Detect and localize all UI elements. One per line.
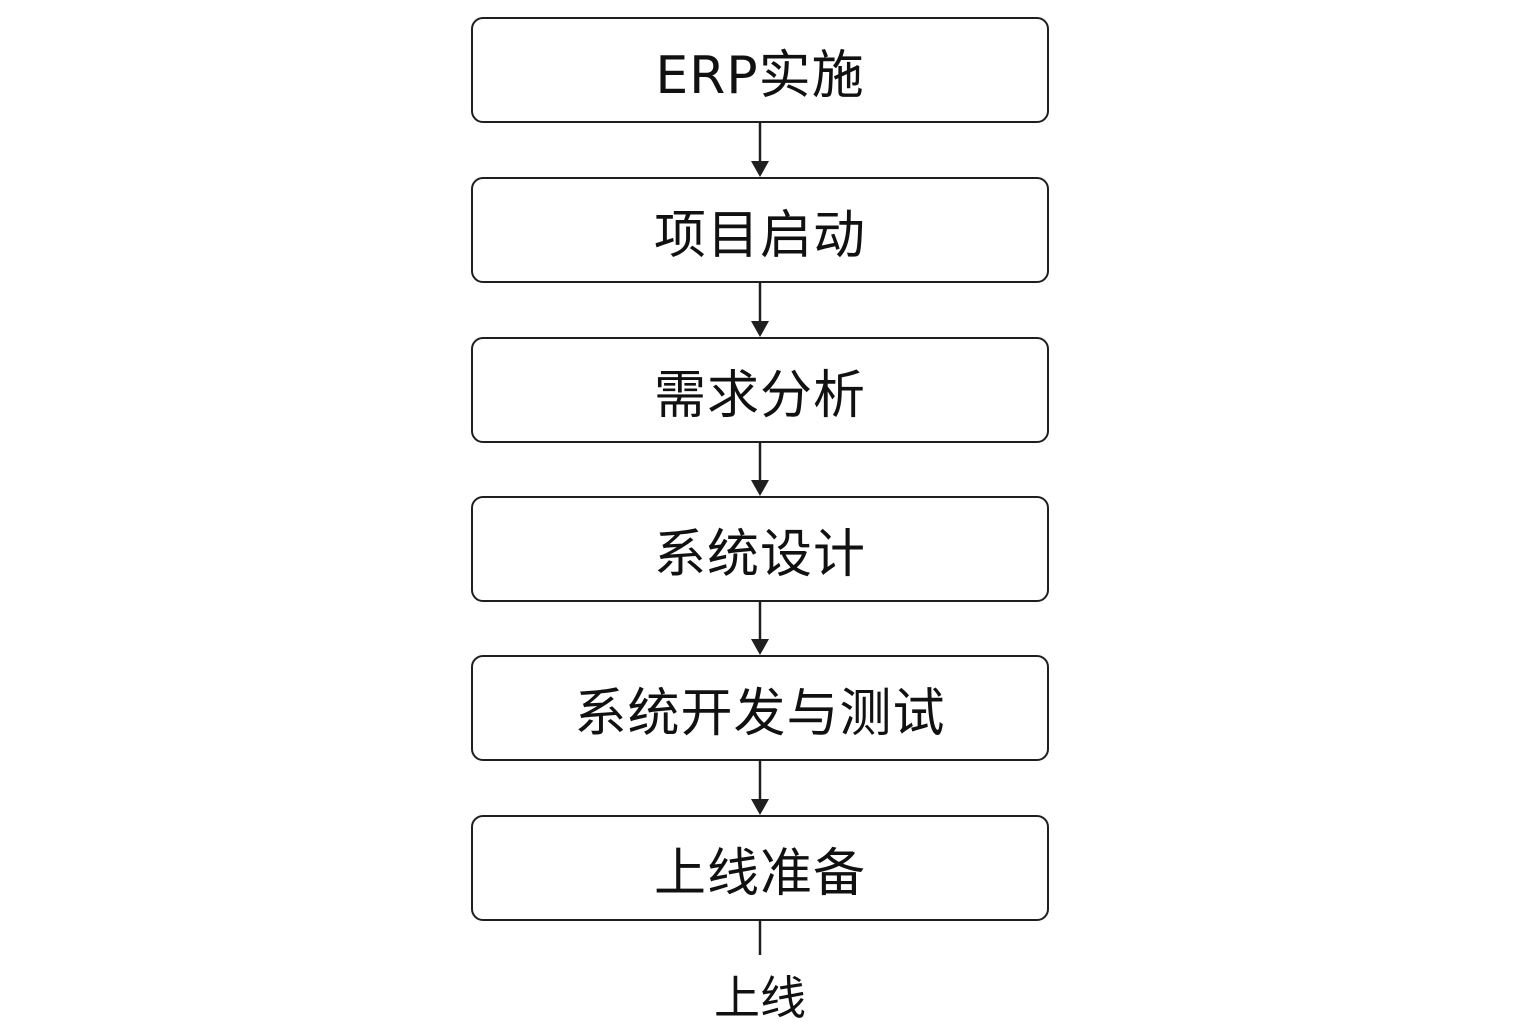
go-live-label: 上线 xyxy=(714,971,806,1025)
step-box-system-design: 系统设计 xyxy=(471,496,1049,602)
step-box-requirements-analysis: 需求分析 xyxy=(471,337,1049,443)
arrowhead-icon xyxy=(751,480,769,496)
arrowhead-icon xyxy=(751,799,769,815)
step-label: ERP实施 xyxy=(655,45,865,106)
step-box-erp-implementation: ERP实施 xyxy=(471,17,1049,123)
arrowhead-icon xyxy=(751,639,769,655)
step-label: 需求分析 xyxy=(653,365,866,426)
arrowhead-icon xyxy=(751,161,769,177)
step-label: 项目启动 xyxy=(653,205,866,266)
step-label: 系统开发与测试 xyxy=(574,683,946,744)
arrowhead-icon xyxy=(751,321,769,337)
step-box-development-testing: 系统开发与测试 xyxy=(471,655,1049,761)
step-label: 系统设计 xyxy=(653,524,866,585)
step-box-go-live-preparation: 上线准备 xyxy=(471,815,1049,921)
step-box-project-kickoff: 项目启动 xyxy=(471,177,1049,283)
step-label: 上线准备 xyxy=(653,843,866,904)
